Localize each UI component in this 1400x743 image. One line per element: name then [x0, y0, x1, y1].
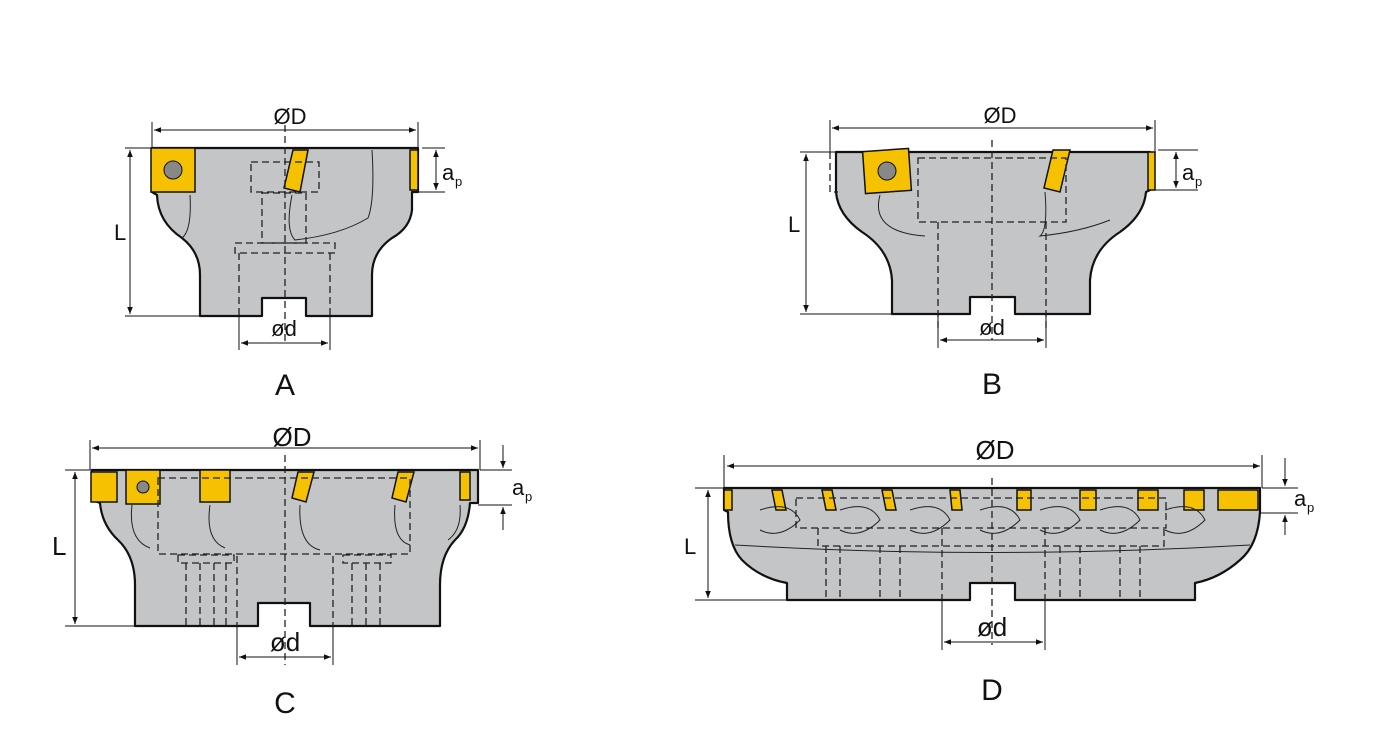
- length-label: L: [788, 212, 800, 237]
- insert-icon: [459, 471, 471, 501]
- figure-letter: A: [275, 369, 295, 402]
- depth-label: a: [1294, 486, 1307, 511]
- insert-icon: [821, 489, 837, 511]
- cutter-body: [150, 146, 420, 318]
- insert-icon: [1043, 149, 1071, 193]
- length-label: L: [114, 220, 126, 245]
- insert-icon: [1183, 489, 1205, 511]
- insert-icon: [771, 489, 787, 511]
- figure-b: ØD L a p ød B: [788, 103, 1202, 401]
- bore-label: ød: [271, 316, 297, 341]
- bore-label: ød: [270, 627, 300, 657]
- insert-icon: [881, 489, 897, 511]
- outer-diameter-label: ØD: [976, 435, 1015, 465]
- length-label: L: [52, 531, 66, 561]
- insert-icon: [1016, 489, 1032, 511]
- figure-a: ØD L a p ød A: [114, 104, 462, 402]
- insert-icon: [723, 489, 733, 511]
- insert-icon: [199, 469, 231, 503]
- screw-icon: [136, 480, 150, 494]
- depth-subscript: p: [1307, 500, 1314, 515]
- insert-icon: [291, 471, 315, 503]
- figure-letter: D: [981, 674, 1003, 707]
- figure-letter: B: [982, 368, 1002, 401]
- insert-icon: [1217, 489, 1259, 511]
- bore-label: ød: [977, 612, 1007, 642]
- outer-diameter-label: ØD: [273, 422, 312, 452]
- figure-letter: C: [274, 687, 296, 720]
- insert-icon: [949, 489, 963, 511]
- depth-subscript: p: [1195, 174, 1202, 189]
- cutter-body: [834, 150, 1152, 316]
- figure-d: ØD L a p ød D: [684, 435, 1314, 707]
- figure-c: ØD L a p ød C: [52, 422, 532, 720]
- insert-icon: [1079, 489, 1097, 511]
- insert-icon: [1147, 151, 1156, 191]
- outer-diameter-label: ØD: [984, 103, 1017, 128]
- depth-label: a: [442, 160, 455, 185]
- screw-icon: [877, 161, 897, 181]
- insert-icon: [391, 471, 415, 503]
- insert-row: [723, 489, 1259, 511]
- length-label: L: [684, 534, 696, 559]
- bore-label: ød: [979, 315, 1005, 340]
- insert-icon: [1137, 489, 1159, 511]
- depth-subscript: p: [455, 174, 462, 189]
- screw-icon: [163, 160, 183, 180]
- depth-label: a: [1182, 160, 1195, 185]
- depth-label: a: [512, 475, 525, 500]
- insert-icon: [409, 149, 419, 191]
- insert-icon: [90, 471, 118, 503]
- depth-subscript: p: [525, 489, 532, 504]
- outer-diameter-label: ØD: [274, 104, 307, 129]
